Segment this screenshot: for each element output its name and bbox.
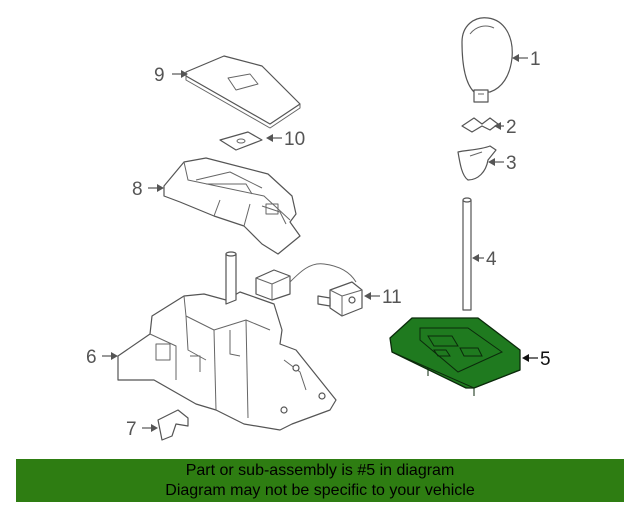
part-7-bracket[interactable] <box>157 409 189 441</box>
arrow-7 <box>151 424 158 432</box>
part-2-clip[interactable] <box>461 117 499 133</box>
callout-11: 11 <box>382 287 402 308</box>
arrow-8 <box>157 184 164 192</box>
info-banner: Part or sub-assembly is #5 in diagram Di… <box>16 459 624 502</box>
part-6-shifter-housing[interactable] <box>117 251 337 431</box>
callout-1: 1 <box>530 49 541 70</box>
callout-6: 6 <box>86 347 97 368</box>
part-3-knob-cover[interactable] <box>457 145 497 181</box>
callout-3: 3 <box>506 153 517 174</box>
part-1-shift-knob[interactable] <box>461 17 513 103</box>
part-11-solenoid-harness[interactable] <box>255 263 363 317</box>
callout-5: 5 <box>540 349 551 370</box>
arrow-6 <box>111 352 118 360</box>
banner-line-1: Part or sub-assembly is #5 in diagram <box>185 461 455 479</box>
arrow-4 <box>472 254 479 262</box>
arrow-2 <box>494 122 501 130</box>
arrow-5 <box>522 354 529 362</box>
callout-8: 8 <box>132 179 143 200</box>
part-5-indicator-bezel[interactable] <box>389 317 521 396</box>
part-4-shift-rod[interactable] <box>462 197 472 311</box>
part-10-pad[interactable] <box>219 131 263 151</box>
arrow-3 <box>488 158 495 166</box>
callout-4: 4 <box>486 249 497 270</box>
arrow-10 <box>266 134 273 142</box>
arrow-11 <box>364 292 371 300</box>
part-8-upper-frame[interactable] <box>163 157 301 255</box>
banner-line-2: Diagram may not be specific to your vehi… <box>165 481 475 499</box>
callout-7: 7 <box>126 419 137 440</box>
callout-10: 10 <box>284 129 305 150</box>
callout-9: 9 <box>154 65 165 86</box>
arrow-1 <box>512 54 519 62</box>
arrow-9 <box>181 70 188 78</box>
part-9-trim-plate[interactable] <box>185 55 301 129</box>
parts-diagram: 1 2 3 4 5 <box>86 17 551 441</box>
callout-2: 2 <box>506 117 517 138</box>
